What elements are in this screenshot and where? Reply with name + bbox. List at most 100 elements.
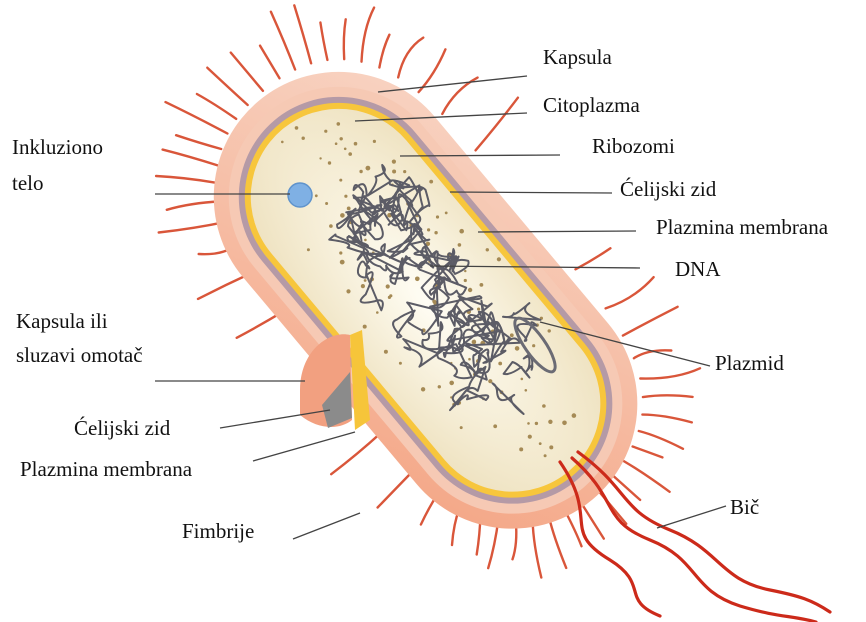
ribosome-dot xyxy=(348,152,352,156)
ribosome-dot xyxy=(386,284,390,288)
ribosome-dot xyxy=(302,137,305,140)
label-celijski-zid-left: Ćelijski zid xyxy=(74,415,170,441)
label-inkluziono-line1: Inkluziono xyxy=(12,134,103,160)
fimbria xyxy=(633,447,663,458)
label-plazmina-membrana-left: Plazmina membrana xyxy=(20,456,192,482)
fimbria xyxy=(398,38,423,78)
ribosome-dot xyxy=(427,228,430,231)
label-bic: Bič xyxy=(730,494,759,520)
ribosome-dot xyxy=(464,279,467,282)
ribosome-dot xyxy=(295,126,299,130)
fimbria xyxy=(163,150,218,166)
ribosome-dot xyxy=(572,413,577,418)
ribosome-dot xyxy=(392,170,396,174)
ribosome-dot xyxy=(544,454,547,457)
ribosome-dot xyxy=(364,279,367,282)
ribosome-dot xyxy=(549,445,553,449)
fimbria xyxy=(197,94,236,119)
ribosome-dot xyxy=(429,180,433,184)
ribosome-dot xyxy=(354,142,358,146)
ribosome-dot xyxy=(359,170,362,173)
label-fimbrije: Fimbrije xyxy=(182,518,254,544)
label-inkluziono-line2: telo xyxy=(12,170,44,196)
label-ribozomi: Ribozomi xyxy=(592,133,675,159)
fimbria xyxy=(639,431,683,449)
ribosome-dot xyxy=(281,141,284,144)
inclusion-body xyxy=(288,183,312,207)
label-kapsula: Kapsula xyxy=(543,44,612,70)
ribosome-dot xyxy=(521,378,524,381)
ribosome-dot xyxy=(344,148,347,151)
ribosome-dot xyxy=(438,385,441,388)
label-kapsula-ili-line1: Kapsula ili xyxy=(16,308,108,334)
ribosome-dot xyxy=(486,248,489,251)
fimbria xyxy=(156,176,217,183)
ribosome-dot xyxy=(339,179,342,182)
ribosome-dot xyxy=(498,362,502,366)
label-kapsula-ili-line2: sluzavi omotač xyxy=(16,342,143,368)
ribosome-dot xyxy=(340,137,343,140)
fimbria xyxy=(231,53,263,91)
ribosome-dot xyxy=(392,160,396,164)
fimbria xyxy=(642,415,691,423)
ribosome-dot xyxy=(525,389,528,392)
ribosome-dot xyxy=(480,283,484,287)
ribosome-dot xyxy=(337,122,341,126)
fimbria xyxy=(379,35,389,68)
ribosome-dot xyxy=(458,243,462,247)
fimbria xyxy=(623,307,678,336)
ribosome-dot xyxy=(535,422,538,425)
ribosome-dot xyxy=(384,350,388,354)
ribosome-dot xyxy=(339,251,342,254)
fimbria xyxy=(640,368,700,378)
ribosome-dot xyxy=(515,346,520,351)
ribosome-dot xyxy=(415,277,420,282)
ribosome-dot xyxy=(325,202,328,205)
ribosome-dot xyxy=(434,231,437,234)
fimbria xyxy=(271,12,295,70)
fimbria xyxy=(207,68,247,105)
ribosome-dot xyxy=(464,270,466,272)
fimbria xyxy=(294,5,311,63)
fimbria xyxy=(362,8,375,62)
ribosome-dot xyxy=(548,329,551,332)
ribosome-dot xyxy=(335,142,338,145)
fimbria xyxy=(167,202,220,210)
ribosome-dot xyxy=(497,257,501,261)
label-citoplazma: Citoplazma xyxy=(543,92,640,118)
fimbria xyxy=(533,520,542,577)
ribosome-dot xyxy=(473,340,476,343)
ribosome-dot xyxy=(528,435,532,439)
ribosome-dot xyxy=(366,166,371,171)
ribosome-dot xyxy=(403,170,406,173)
fimbria xyxy=(624,461,670,492)
ribosome-dot xyxy=(449,381,454,386)
ribosome-dot xyxy=(340,213,345,218)
ribosome-dot xyxy=(548,420,552,424)
ribosome-dot xyxy=(347,207,351,211)
fimbria xyxy=(643,395,693,397)
ribosome-dot xyxy=(361,284,365,288)
ribosome-dot xyxy=(460,426,463,429)
fimbria xyxy=(176,135,221,149)
ribosome-dot xyxy=(562,421,567,426)
ribosome-dot xyxy=(319,157,321,159)
ribosome-dot xyxy=(519,447,523,451)
fimbria xyxy=(344,19,346,59)
ribosome-dot xyxy=(328,161,331,164)
ribosome-dot xyxy=(445,212,448,215)
ribosome-dot xyxy=(363,325,367,329)
ribosome-dot xyxy=(421,387,425,391)
fimbria xyxy=(476,98,518,151)
ribosome-dot xyxy=(532,344,535,347)
ribosome-dot xyxy=(477,308,480,311)
ribosome-dot xyxy=(344,195,347,198)
fimbria xyxy=(260,46,280,79)
fimbria xyxy=(320,23,327,60)
label-plazmid: Plazmid xyxy=(715,350,784,376)
ribosome-dot xyxy=(493,424,497,428)
ribosome-dot xyxy=(340,260,345,265)
fimbria xyxy=(576,248,611,269)
ribosome-dot xyxy=(459,229,464,234)
